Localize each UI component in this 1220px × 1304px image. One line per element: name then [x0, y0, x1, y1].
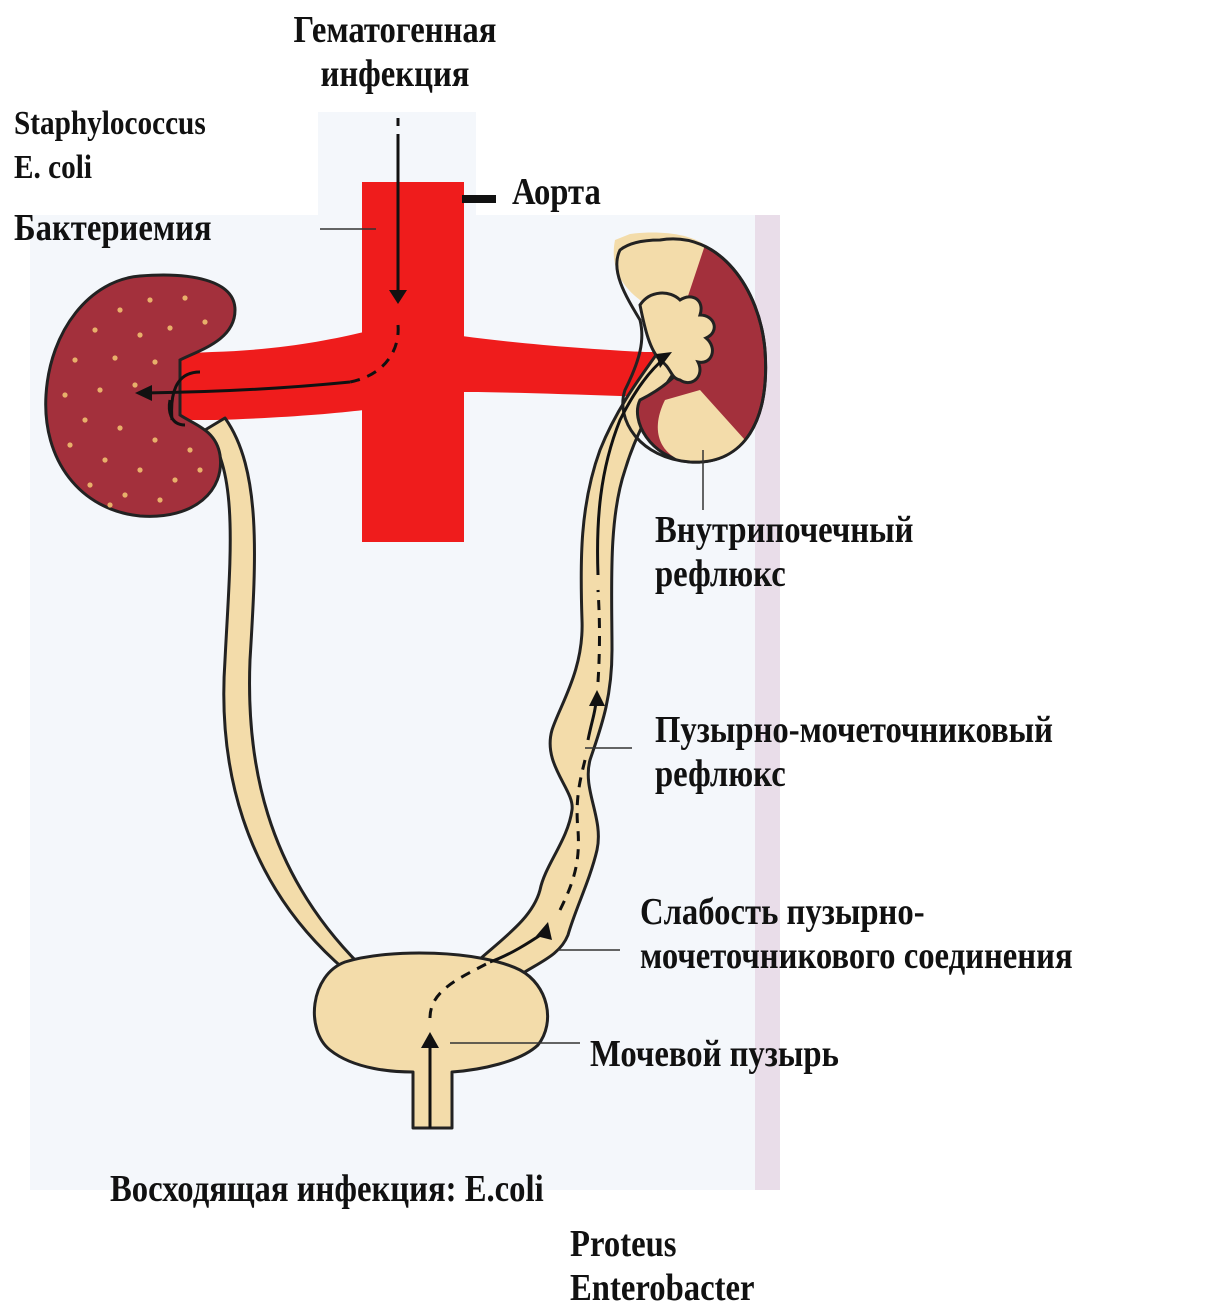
- vuj-weakness-label: Слабость пузырно- мочеточникового соедин…: [640, 890, 1073, 978]
- ascending-infection-label: Восходящая инфекция: E.coli: [110, 1167, 544, 1211]
- bacteremia-label: Бактериемия: [14, 206, 212, 250]
- intrarenal-reflux-label: Внутрипочечный рефлюкс: [655, 508, 913, 596]
- pathogen-staphylococcus: Staphylococcus: [14, 102, 206, 146]
- bacteremia-text: Бактериемия: [14, 206, 212, 250]
- blood-pathogens-label: Staphylococcus E. coli: [14, 102, 206, 190]
- vesicoureteral-reflux-line-2: рефлюкс: [655, 752, 1053, 796]
- vuj-weakness-line-1: Слабость пузырно-: [640, 890, 1073, 934]
- aorta-pointer: [462, 195, 496, 203]
- aorta-text: Аорта: [512, 170, 601, 214]
- hematogenous-line-2: инфекция: [253, 52, 537, 96]
- bladder-text: Мочевой пузырь: [590, 1032, 839, 1076]
- vesicoureteral-reflux-line-1: Пузырно-мочеточниковый: [655, 708, 1053, 752]
- bladder-label: Мочевой пузырь: [590, 1032, 839, 1076]
- pathogen-proteus: Proteus: [570, 1222, 755, 1266]
- pathogen-ecoli: E. coli: [14, 146, 206, 190]
- vesicoureteral-reflux-label: Пузырно-мочеточниковый рефлюкс: [655, 708, 1053, 796]
- ascending-infection-text: Восходящая инфекция: E.coli: [110, 1167, 544, 1211]
- aorta-label: Аорта: [512, 170, 601, 214]
- hematogenous-line-1: Гематогенная: [253, 8, 537, 52]
- ascending-pathogens-label: Proteus Enterobacter: [570, 1222, 755, 1304]
- vuj-weakness-line-2: мочеточникового соединения: [640, 934, 1073, 978]
- hematogenous-infection-label: Гематогенная инфекция: [253, 8, 537, 96]
- pathogen-enterobacter: Enterobacter: [570, 1266, 755, 1304]
- intrarenal-reflux-line-2: рефлюкс: [655, 552, 913, 596]
- intrarenal-reflux-line-1: Внутрипочечный: [655, 508, 913, 552]
